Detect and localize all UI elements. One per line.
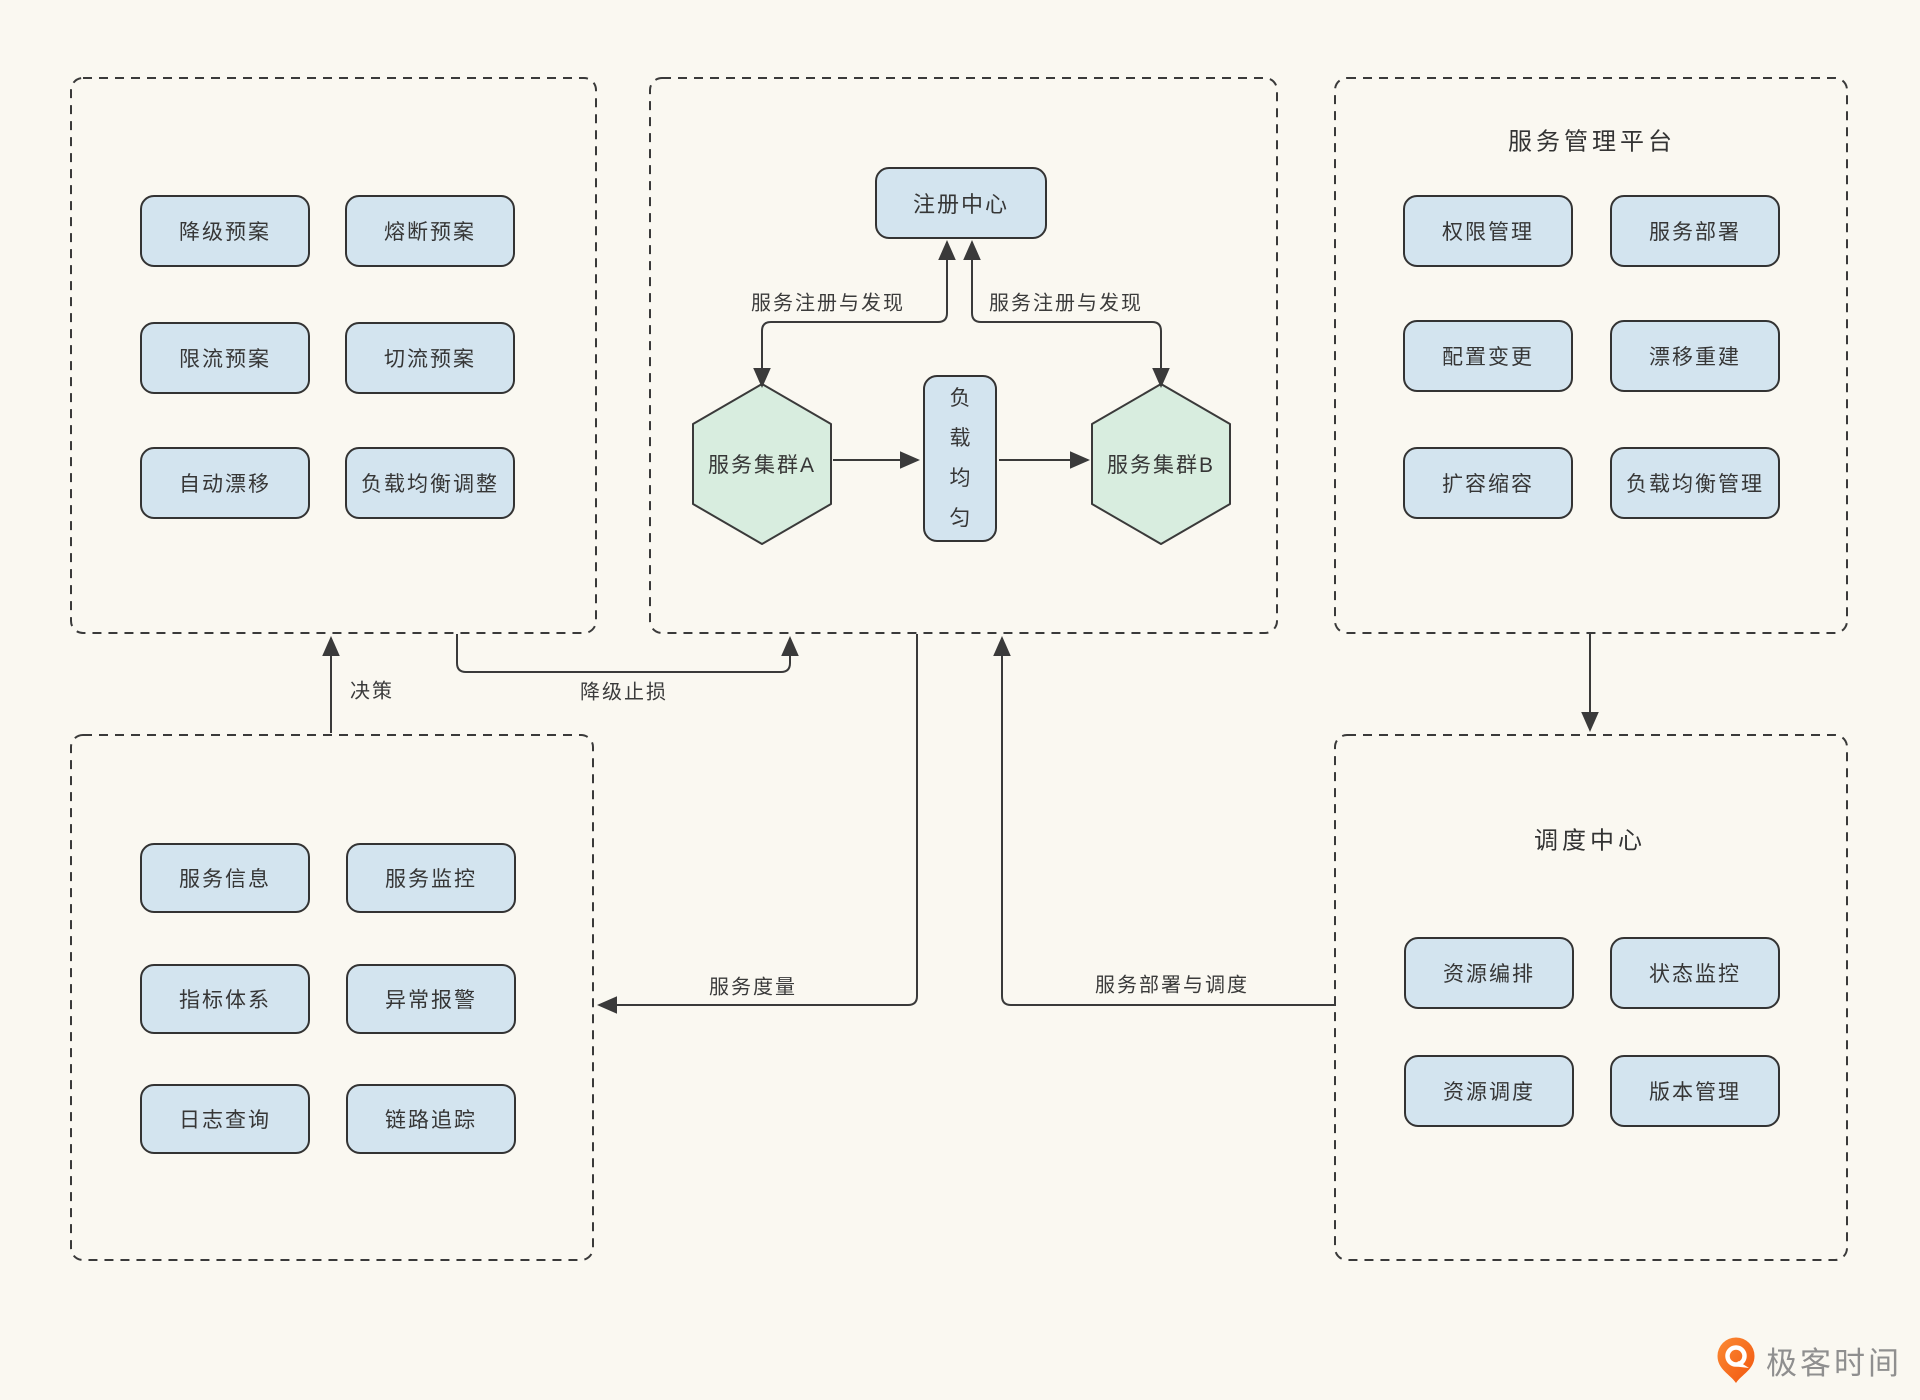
label-register-discover-right: 服务注册与发现 — [989, 292, 1143, 315]
edge-registry-cluster-b — [963, 240, 1170, 388]
node-service-monitor: 服务监控 — [346, 843, 516, 913]
title-service-management-platform: 服务管理平台 — [1508, 128, 1676, 156]
node-traffic-switch-plan: 切流预案 — [345, 322, 515, 394]
group-box-management — [1334, 77, 1848, 634]
group-box-cluster — [649, 77, 1278, 634]
node-permission-mgmt: 权限管理 — [1403, 195, 1573, 267]
geektime-logo: 极客时间 — [1716, 1336, 1902, 1384]
edge-degrade-stop-loss — [456, 634, 799, 673]
node-version-mgmt: 版本管理 — [1610, 1055, 1780, 1127]
label-service-measure: 服务度量 — [709, 976, 797, 999]
title-scheduling-center: 调度中心 — [1534, 827, 1646, 855]
node-load-balance-mgmt: 负载均衡管理 — [1610, 447, 1780, 519]
group-box-monitoring — [70, 734, 594, 1261]
node-status-monitor: 状态监控 — [1610, 937, 1780, 1009]
group-box-plans — [70, 77, 597, 634]
node-load-balance: 负载均匀 — [923, 375, 997, 542]
node-circuit-break-plan: 熔断预案 — [345, 195, 515, 267]
label-degrade-stop-loss: 降级止损 — [580, 681, 668, 704]
label-register-discover-left: 服务注册与发现 — [751, 292, 905, 315]
label-service-cluster-b: 服务集群B — [1106, 454, 1216, 477]
node-service-deploy: 服务部署 — [1610, 195, 1780, 267]
label-deploy-schedule: 服务部署与调度 — [1095, 974, 1249, 997]
node-scale-in-out: 扩容缩容 — [1403, 447, 1573, 519]
label-decision: 决策 — [350, 680, 394, 703]
node-metric-system: 指标体系 — [140, 964, 310, 1034]
node-resource-schedule: 资源调度 — [1404, 1055, 1574, 1127]
geektime-logo-icon — [1717, 1337, 1755, 1383]
geektime-logo-text: 极客时间 — [1766, 1345, 1902, 1381]
hexagon-service-cluster-a — [692, 383, 832, 545]
node-degrade-plan: 降级预案 — [140, 195, 310, 267]
node-resource-orchestration: 资源编排 — [1404, 937, 1574, 1009]
load-balance-vertical-text: 负载均匀 — [949, 386, 971, 530]
group-box-scheduling — [1334, 734, 1848, 1261]
node-load-balance-adjust: 负载均衡调整 — [345, 447, 515, 519]
node-log-query: 日志查询 — [140, 1084, 310, 1154]
label-service-cluster-a: 服务集群A — [707, 454, 817, 477]
node-trace: 链路追踪 — [346, 1084, 516, 1154]
node-service-info: 服务信息 — [140, 843, 310, 913]
node-rate-limit-plan: 限流预案 — [140, 322, 310, 394]
node-migrate-rebuild: 漂移重建 — [1610, 320, 1780, 392]
edge-registry-cluster-a — [753, 240, 956, 388]
node-anomaly-alert: 异常报警 — [346, 964, 516, 1034]
edge-service-measure — [597, 634, 918, 1014]
node-config-change: 配置变更 — [1403, 320, 1573, 392]
hexagon-service-cluster-b — [1091, 383, 1231, 545]
edge-deploy-schedule — [993, 636, 1336, 1006]
node-registry-center: 注册中心 — [875, 167, 1047, 239]
node-auto-migrate: 自动漂移 — [140, 447, 310, 519]
